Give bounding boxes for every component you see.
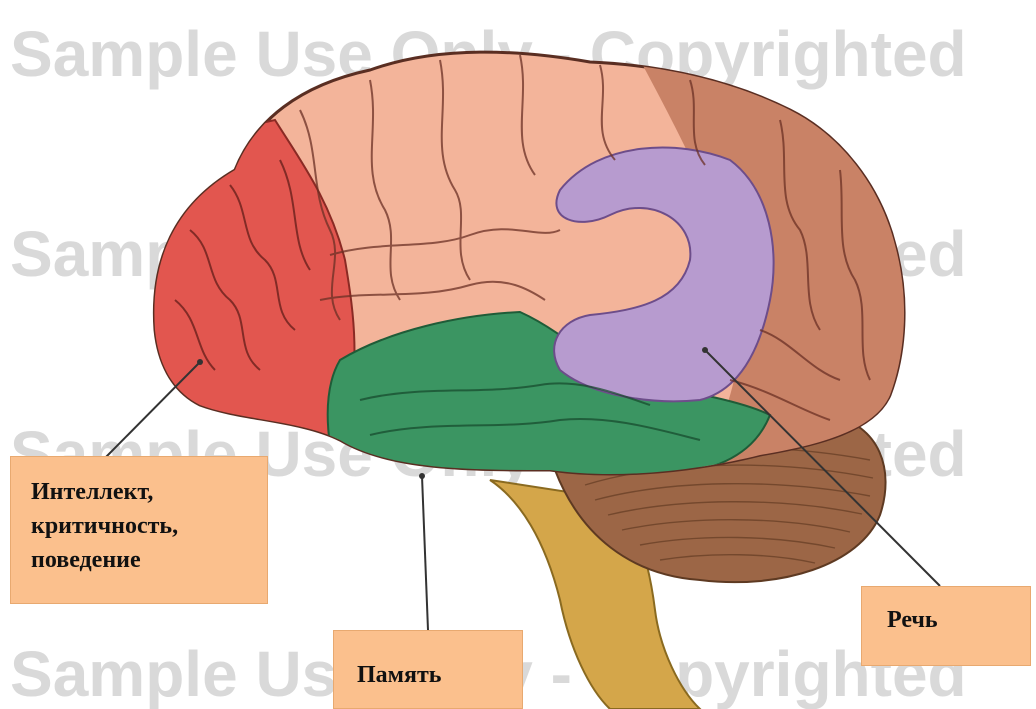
label-intellect-box: Интеллект, критичность, поведение [10,456,268,604]
label-intellect-line: Интеллект, [31,475,267,509]
pointer-dot [702,347,708,353]
pointer-dot [419,473,425,479]
label-memory-text: Память [357,658,522,692]
pointer-dot [197,359,203,365]
label-memory-box: Память [333,630,523,709]
label-speech-text: Речь [887,603,1030,637]
label-intellect-line: критичность, [31,509,267,543]
label-intellect-line: поведение [31,543,267,577]
label-speech-box: Речь [861,586,1031,666]
pointer-line-memory [422,476,428,630]
cerebrum [140,52,920,481]
